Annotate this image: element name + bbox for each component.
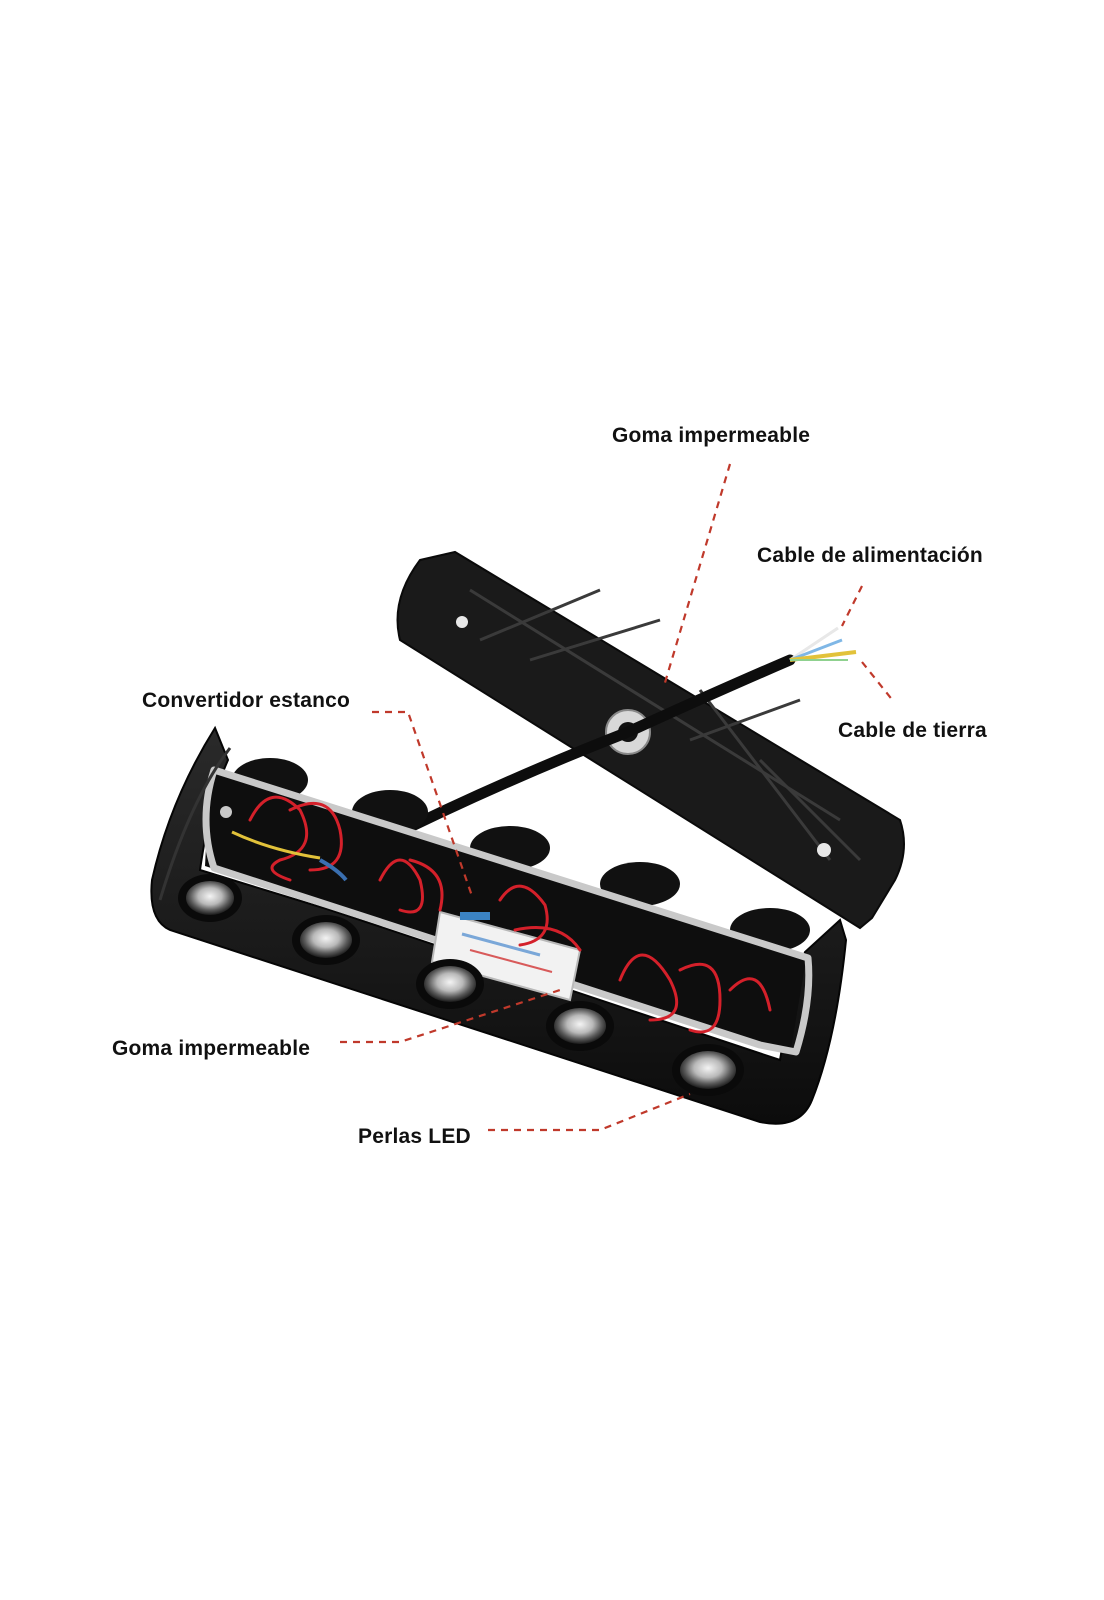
led-lenses [178, 874, 744, 1096]
wire-yellow [789, 650, 857, 662]
label-cable-alimentacion: Cable de alimentación [757, 544, 983, 567]
label-goma-impermeable-top: Goma impermeable [612, 424, 811, 447]
lid-pattern [469, 588, 862, 862]
led-lens-5 [680, 1051, 736, 1089]
terminal-screw [220, 806, 232, 818]
leader-cable-alim [841, 585, 863, 627]
wire-blue [789, 638, 843, 662]
label-goma-impermeable-bottom: Goma impermeable [112, 1037, 311, 1060]
leader-cable-tierra [861, 661, 895, 703]
converter-box [430, 910, 582, 1002]
led-lens-1 [186, 881, 234, 915]
leader-perlas [488, 1092, 691, 1132]
internal-wires [248, 795, 772, 1034]
lamp-lid [396, 550, 905, 930]
lid-screw-bottom [817, 843, 831, 857]
led-lens-3 [424, 966, 476, 1002]
leader-goma-bottom [340, 988, 561, 1044]
lamp-housing [150, 725, 848, 1125]
label-convertidor-estanco: Convertidor estanco [142, 689, 351, 712]
gasket [202, 766, 813, 1056]
leader-lines [340, 463, 895, 1132]
lid-screw-top [456, 616, 468, 628]
label-perlas-led: Perlas LED [358, 1125, 471, 1148]
led-lens-4 [554, 1008, 606, 1044]
leader-goma-top [662, 463, 732, 687]
led-lens-2 [300, 922, 352, 958]
label-cable-tierra: Cable de tierra [838, 719, 987, 742]
wire-white [789, 626, 839, 662]
